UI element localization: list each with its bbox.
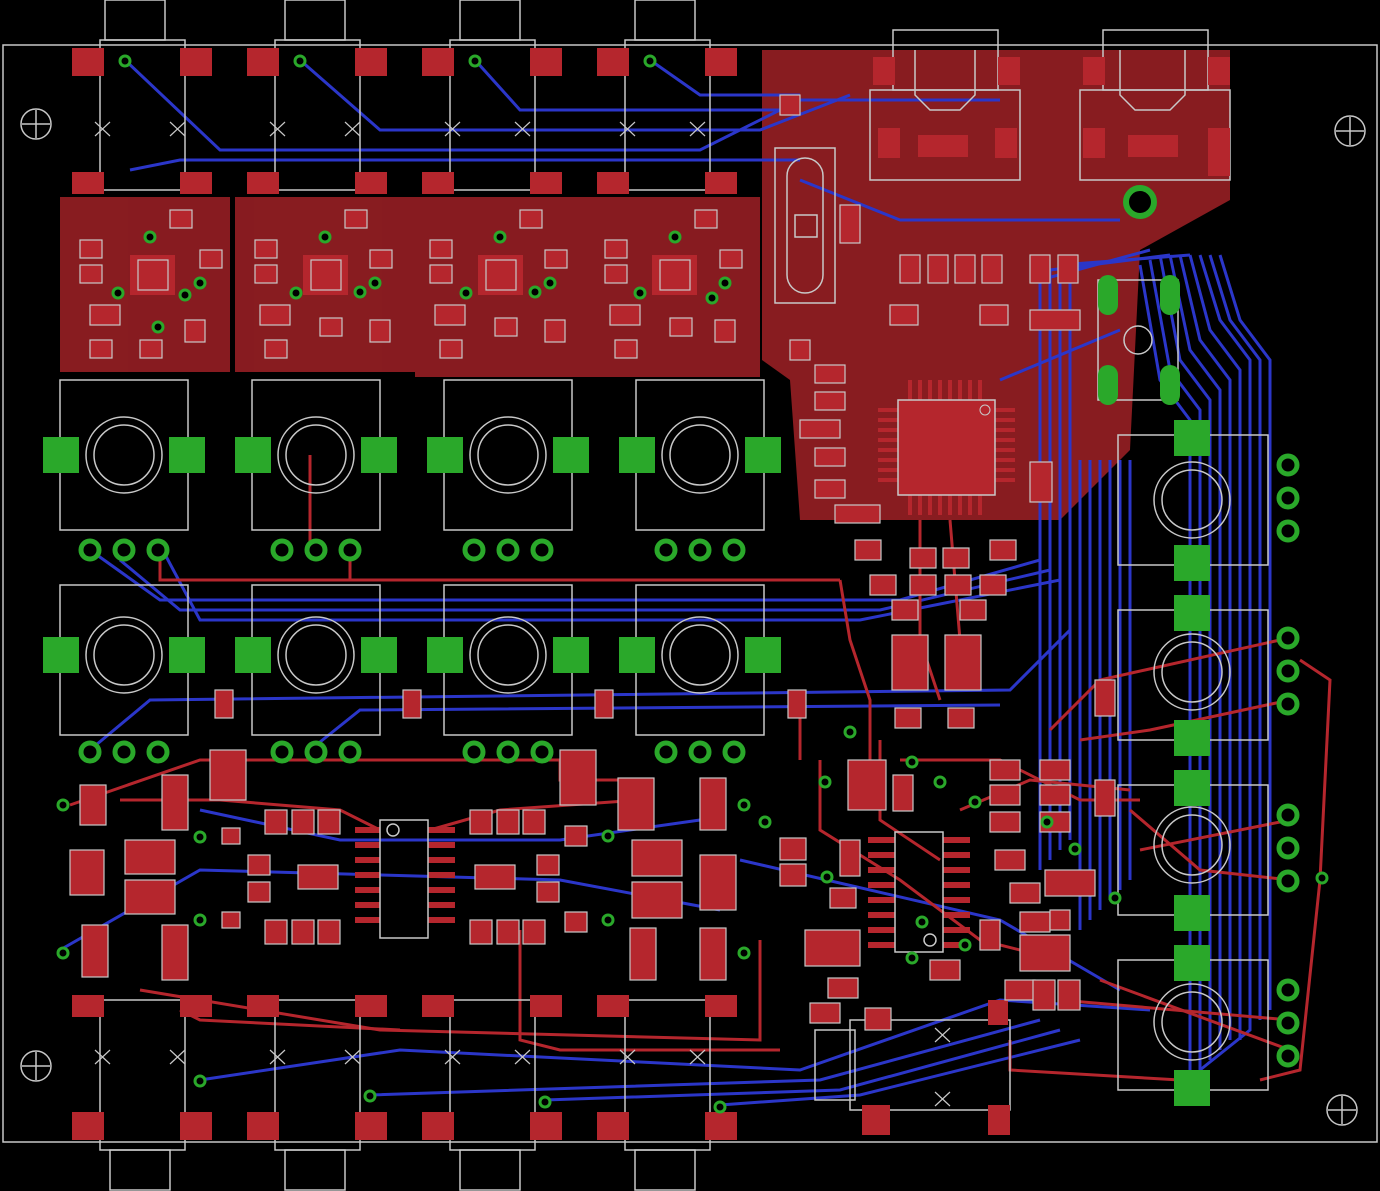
audio-jacks-bottom <box>99 999 1011 1191</box>
jack-pads-bottom <box>72 995 1010 1140</box>
mounting-holes <box>20 108 1366 1126</box>
mcu-tqfp <box>878 380 1015 515</box>
smd-passives <box>69 94 1116 1031</box>
potentiometers-left <box>43 379 781 764</box>
usb-connectors <box>869 29 1231 181</box>
potentiometers-right <box>1117 420 1300 1106</box>
vias <box>56 54 1329 1114</box>
board-outline <box>2 44 1378 1143</box>
audio-jacks-top <box>99 0 711 191</box>
tactile-button <box>1097 275 1180 405</box>
crystal <box>774 147 836 304</box>
soic-chips <box>355 819 970 953</box>
jack-silk-markers <box>94 121 951 1107</box>
qfn-chips <box>130 255 697 295</box>
jack-pads-top <box>72 48 737 194</box>
